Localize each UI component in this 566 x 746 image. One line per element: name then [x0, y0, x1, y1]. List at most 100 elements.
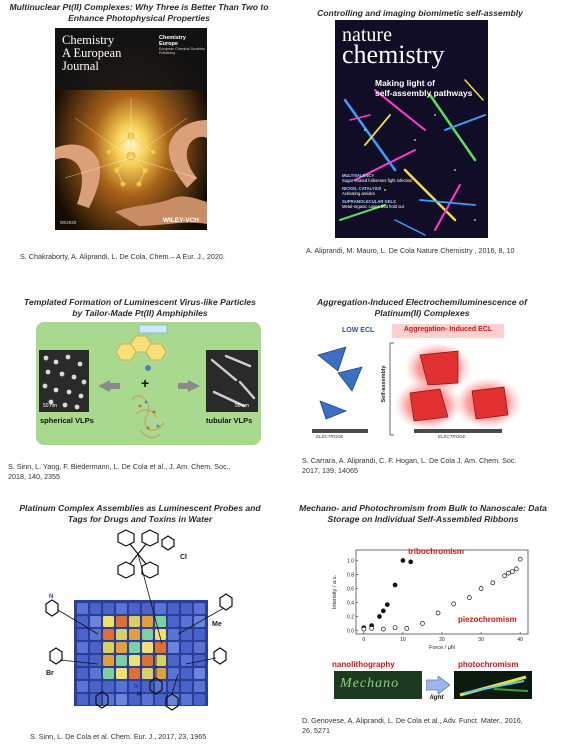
panel6-reference: D. Genovese, A. Aliprandi, L. De Cola et…	[302, 716, 523, 735]
sensor-well	[116, 616, 127, 627]
label-spherical-vlps: spherical VLPs	[40, 416, 94, 425]
sensor-well	[129, 668, 140, 679]
sensor-well	[155, 694, 166, 705]
piezochromism-point	[502, 573, 507, 579]
tribochromism-point	[384, 602, 390, 607]
sensor-well	[142, 642, 153, 653]
label-light: light	[430, 694, 444, 701]
label-me: Me	[212, 621, 222, 628]
x-tick-label: 40	[517, 637, 523, 643]
sensor-well	[90, 616, 101, 627]
sensor-well	[168, 603, 179, 614]
nanolithography-image: Mechano	[334, 671, 422, 699]
y-axis-label: Intensity / a.u.	[332, 574, 338, 609]
sensor-well	[155, 668, 166, 679]
y-tick-label: 0.4	[347, 600, 354, 606]
sensor-well	[168, 616, 179, 627]
sensor-well	[116, 603, 127, 614]
label-low-ecl: LOW ECL	[342, 327, 375, 334]
sensor-well	[129, 694, 140, 705]
y-tick-label: 0.0	[347, 628, 354, 634]
nature-chemistry-cover: nature chemistry Making light of self-as…	[335, 20, 488, 238]
sensor-well	[155, 629, 166, 640]
sensor-well	[155, 603, 166, 614]
sensor-well	[194, 668, 205, 679]
plus-sign: +	[141, 375, 150, 391]
nature-chemistry-logo: nature chemistry	[342, 24, 445, 69]
label-cl: Cl	[180, 554, 187, 561]
sensor-well	[181, 629, 192, 640]
label-self-assembly: Self-assembly	[381, 365, 387, 403]
sensor-well	[77, 694, 88, 705]
ribbon-image	[459, 675, 529, 697]
ecl-figure: LOW ECL Aggregation- Induced ECL Self-as…	[308, 323, 548, 445]
sensor-well	[168, 642, 179, 653]
cover-side-items: MULTIVALENCY Sugar-coated fullerenes fig…	[342, 173, 413, 209]
sensor-well	[129, 629, 140, 640]
sensor-well	[90, 629, 101, 640]
sensor-well	[181, 681, 192, 692]
sensor-well	[129, 681, 140, 692]
sensor-well	[129, 616, 140, 627]
sensor-well	[116, 668, 127, 679]
cover-artwork	[335, 20, 488, 238]
label-electrode-left: ELECTRODE	[316, 434, 344, 439]
panel4-title: Aggregation-Induced Electrochemiluminesc…	[316, 297, 528, 318]
cover-issue: 00/2020	[60, 220, 77, 225]
piezochromism-point	[451, 601, 457, 607]
tribochromism-point	[408, 559, 414, 565]
sensor-well	[103, 668, 114, 679]
scale-bar-right: 50 nm	[235, 403, 249, 409]
cover-headline: Making light of self-assembly pathways	[375, 78, 473, 98]
sensor-well	[129, 642, 140, 653]
sensor-well	[116, 655, 127, 666]
panel6-title: Mechano- and Photochromism from Bulk to …	[299, 503, 547, 524]
x-tick-label: 10	[400, 637, 406, 643]
film-text: Mechano	[340, 676, 400, 691]
sensor-well	[90, 681, 101, 692]
sensor-well	[142, 668, 153, 679]
sensor-well	[129, 603, 140, 614]
piezochromism-point	[506, 570, 511, 576]
sensor-well	[103, 616, 114, 627]
sensor-well	[168, 681, 179, 692]
panel1-title: Multinuclear Pt(II) Complexes: Why Three…	[9, 2, 269, 23]
tribochromism-point	[392, 582, 398, 588]
wiley-vch-logo: WILEY-VCH	[162, 217, 199, 224]
panel1-reference: S. Chakraborty, A. Aliprandi, L. De Cola…	[20, 252, 225, 261]
piezochromism-point	[381, 626, 386, 632]
label-n-2: N	[134, 684, 139, 690]
sensor-well	[181, 616, 192, 627]
sensor-array-illustration	[45, 529, 233, 711]
chemistry-journal-cover: Chemistry A European Journal Chemistry E…	[55, 28, 207, 230]
publisher-logo: Chemistry Europe European Chemical Socie…	[159, 35, 205, 55]
cover-journal-name: Chemistry A European Journal	[62, 33, 122, 73]
sensor-well	[142, 616, 153, 627]
x-tick-label: 0	[362, 637, 365, 643]
sensor-well	[142, 603, 153, 614]
sensor-well	[155, 681, 166, 692]
sensor-well	[155, 642, 166, 653]
label-electrode-right: ELECTRODE	[438, 434, 466, 439]
sensor-well	[194, 603, 205, 614]
sensor-well	[90, 668, 101, 679]
scale-bar-left: 50 nm	[43, 403, 57, 409]
label-piezochromism: piezochromism	[458, 615, 517, 624]
panel3-title: Templated Formation of Luminescent Virus…	[24, 297, 256, 318]
sensor-well	[90, 642, 101, 653]
panel5-reference: S. Sinn, L. De Cola et al. Chem. Eur. J.…	[30, 732, 207, 741]
sensor-well	[168, 668, 179, 679]
sensor-well	[181, 694, 192, 705]
vlp-figure: + 50 nm 50 nm spherical VLPs tubular VLP…	[36, 322, 261, 445]
vlp-illustration	[39, 324, 258, 439]
label-n-1: N	[49, 594, 54, 600]
piezochromism-point	[510, 569, 515, 575]
y-tick-label: 0.2	[347, 614, 354, 620]
label-tribochromism: tribochromism	[408, 547, 465, 556]
tribochromism-point	[381, 608, 386, 614]
piezochromism-point	[478, 586, 484, 591]
photochromism-image	[454, 671, 532, 699]
sensor-well	[90, 603, 101, 614]
cover-artwork	[55, 28, 207, 230]
